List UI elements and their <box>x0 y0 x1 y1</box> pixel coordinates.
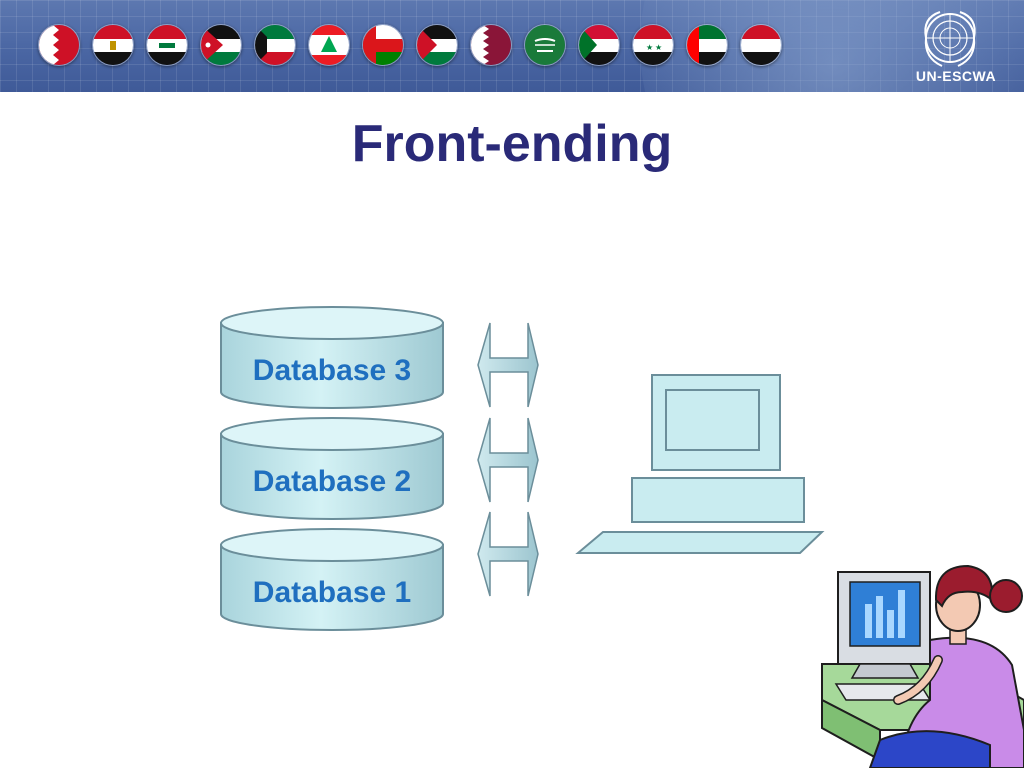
egypt-flag-icon <box>92 24 134 66</box>
database-label-3: Database 3 <box>253 354 411 387</box>
svg-text:★: ★ <box>655 43 662 52</box>
double-arrow-icon <box>477 417 539 503</box>
syria-flag-icon: ★★ <box>632 24 674 66</box>
double-arrow-icon <box>477 322 539 408</box>
oman-flag-icon <box>362 24 404 66</box>
database-cylinder-1: Database 1 <box>220 528 444 631</box>
woman-at-computer-icon <box>821 564 1024 768</box>
un-escwa-logo-label: UN-ESCWA <box>915 68 997 84</box>
database-label-1: Database 1 <box>253 576 411 609</box>
svg-text:★: ★ <box>646 43 653 52</box>
header-banner: ★★ UN-ESCWA <box>0 0 1024 92</box>
double-arrow-icon <box>477 511 539 597</box>
database-cylinder-2: Database 2 <box>220 417 444 520</box>
qatar-flag-icon <box>470 24 512 66</box>
bahrain-flag-icon <box>38 24 80 66</box>
uae-flag-icon <box>686 24 728 66</box>
un-emblem-icon <box>924 11 976 67</box>
saudi-arabia-flag-icon <box>524 24 566 66</box>
jordan-flag-icon <box>200 24 242 66</box>
iraq-flag-icon <box>146 24 188 66</box>
yemen-flag-icon <box>740 24 782 66</box>
slide-title: Front-ending <box>351 115 673 173</box>
sudan-flag-icon <box>578 24 620 66</box>
kuwait-flag-icon <box>254 24 296 66</box>
palestine-flag-icon <box>416 24 458 66</box>
computer-terminal-icon <box>575 374 825 554</box>
database-label-2: Database 2 <box>253 465 411 498</box>
database-cylinder-3: Database 3 <box>220 306 444 409</box>
lebanon-flag-icon <box>308 24 350 66</box>
